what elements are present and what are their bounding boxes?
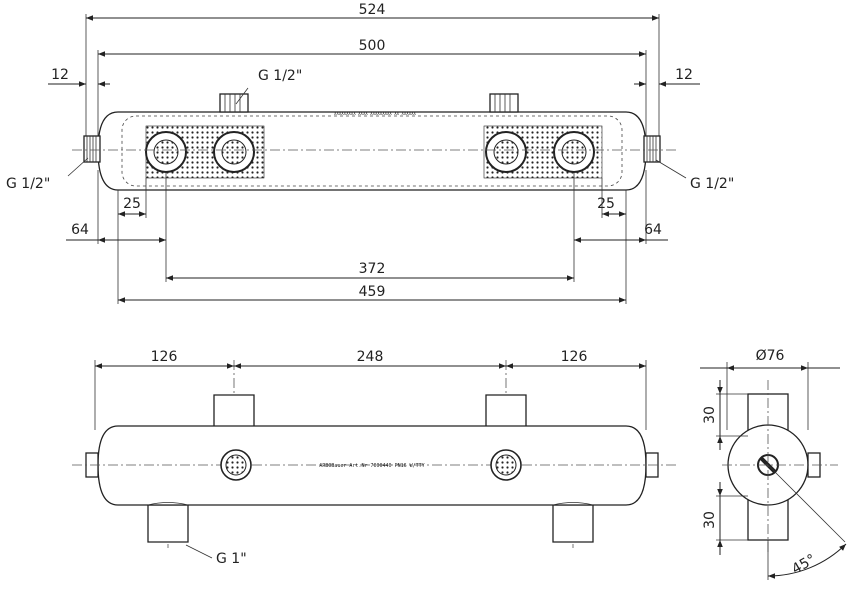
thread-left-label: G 1/2" [6,176,50,192]
front-socket-bottom-left [147,504,189,543]
dim-diameter-text: Ø76 [756,348,785,364]
vessel-body-front [97,425,647,506]
coil-rings [145,131,595,173]
inner-wall-outline [121,115,623,187]
coil-port-right [490,449,522,481]
dim-12-left-text: 12 [51,67,69,83]
front-socket-bottom-right [552,504,594,543]
front-socket-top-left [213,394,255,430]
angle-text: 45° [789,551,819,577]
dim-126-right-text: 126 [561,349,588,365]
top-view: 524 500 12 12 [6,2,734,304]
dim-248-text: 248 [357,349,384,365]
thread-bottom-label: G 1" [216,551,247,567]
dim-372-text: 372 [359,261,386,277]
front-engraving: ARBOBauer Art.Nr 7000440 PN16 W/TTY [319,463,424,469]
leader-top [235,87,249,105]
bottom-left-socket-joint [147,502,189,506]
dim-459-text: 459 [359,284,386,300]
top-engraving: XXXXXXXXX XXXX XXXXXXXXX XX XXXXXX [334,111,416,116]
dim-30-top-text: 30 [702,406,718,424]
dim-126-left-text: 126 [151,349,178,365]
angle-leg-diagonal [767,464,846,543]
dim-25-left-text: 25 [123,196,141,212]
leader-right [655,159,687,179]
front-socket-top-right [485,394,527,430]
dim-500-text: 500 [359,38,386,54]
dim-524-text: 524 [359,2,386,18]
leader-left [67,157,89,177]
left-connector [83,135,101,163]
dim-64-right-text: 64 [644,222,662,238]
thread-top-label: G 1/2" [258,68,302,84]
dim-25-right-text: 25 [597,196,615,212]
top-socket-left-thread [224,94,241,112]
left-thread [86,136,97,162]
side-view: Ø76 30 30 45° [700,348,847,580]
right-connector [643,135,661,163]
bottom-right-socket-joint [552,502,594,506]
front-view: 126 248 126 ARBOBauer Art.Nr 7000440 PN1… [72,349,676,567]
dim-64-left-text: 64 [71,222,89,238]
thread-right-label: G 1/2" [690,176,734,192]
coil-port-left [220,449,252,481]
angle-arc [767,543,847,579]
top-socket-right-thread [494,94,511,112]
leader-bottom [185,544,213,559]
top-socket-right [489,93,519,113]
dim-12-right-text: 12 [675,67,693,83]
top-socket-left [219,93,249,113]
right-thread [646,136,657,162]
dim-30-bottom-text: 30 [702,511,718,529]
